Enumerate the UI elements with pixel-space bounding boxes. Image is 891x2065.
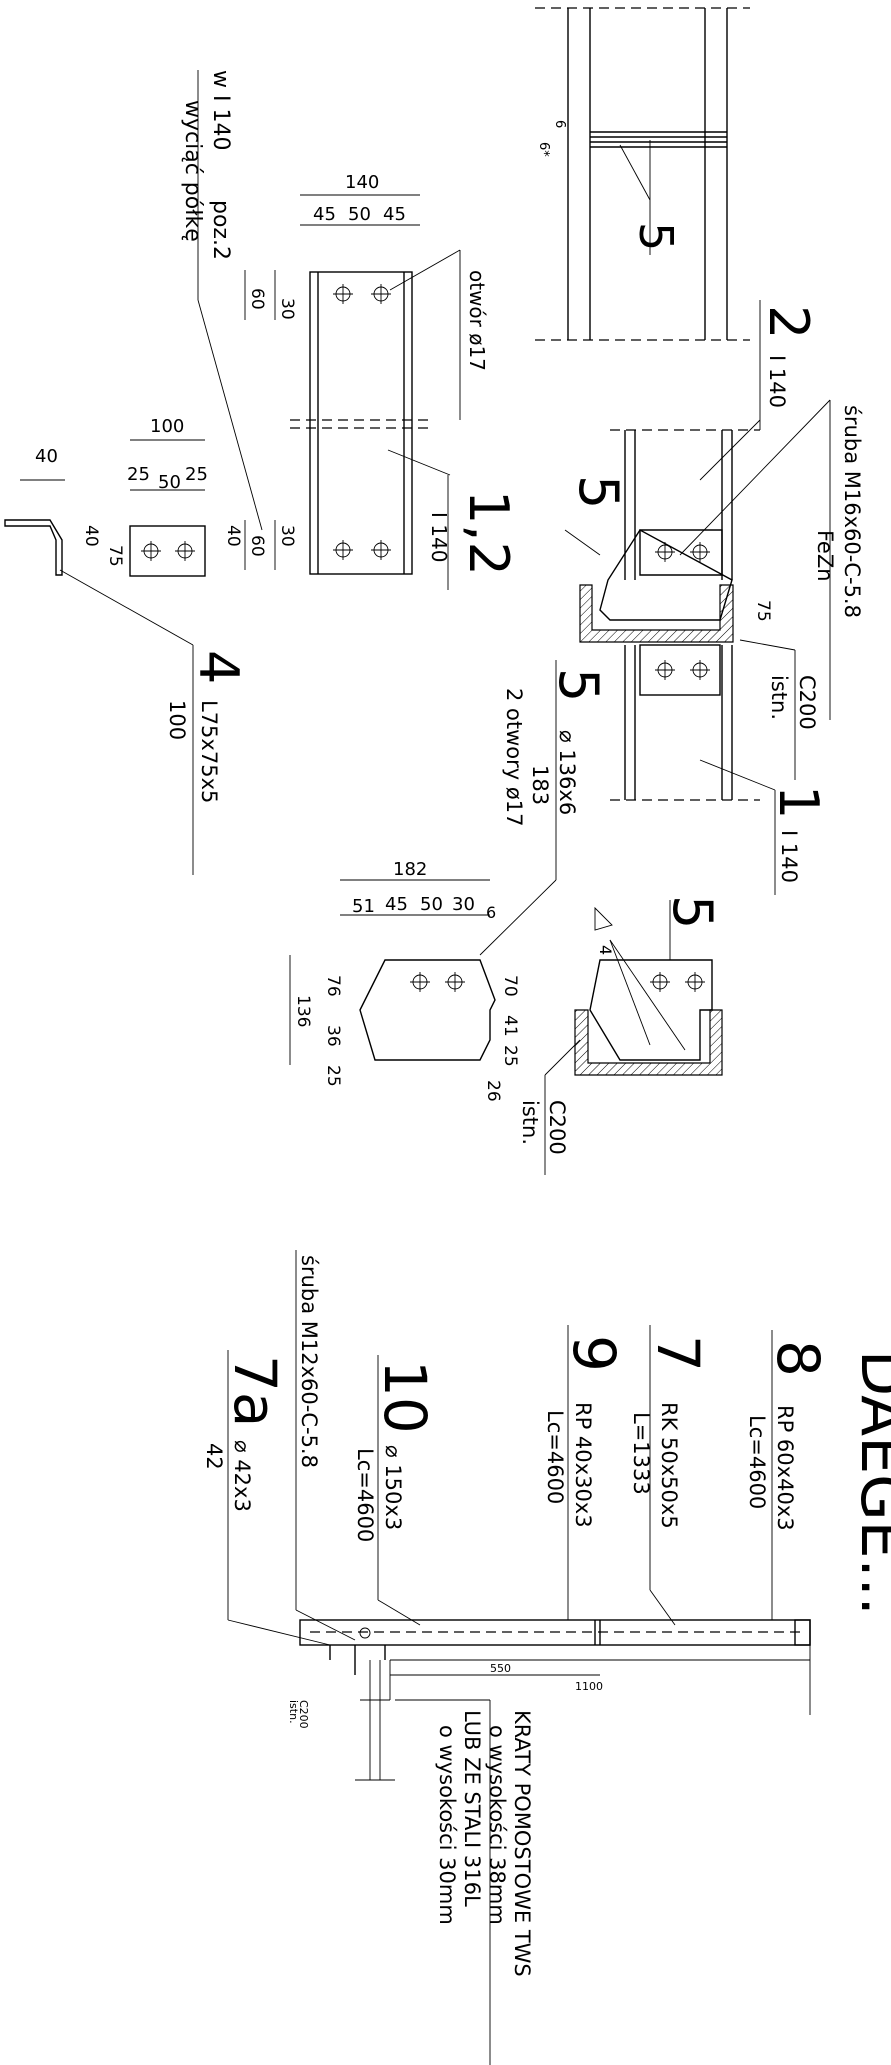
plate-5-spec: ⌀ 136x6 [555, 730, 579, 815]
cut-note-line1: w I 140 [208, 70, 233, 150]
existing-3-label: istn. [287, 1700, 300, 1724]
member-1-2-profile: I 140 [427, 512, 451, 562]
plate-5-label-c: 5 [547, 668, 610, 702]
item-callouts: 8 RP 60x40x3 Lc=4600 7 RK 50x50x5 L=1333… [202, 1250, 832, 1646]
dim-41: 41 [500, 1015, 520, 1037]
dim-1100: 1100 [575, 1680, 603, 1693]
dim-25d: 25 [323, 1065, 343, 1087]
item-7-spec: RK 50x50x5 [657, 1402, 681, 1529]
member-1-profile: I 140 [777, 830, 801, 883]
existing-2-label: istn. [518, 1100, 542, 1145]
item-9-length: Lc=4600 [543, 1410, 567, 1504]
grating-line-4: o wysokości 30mm [435, 1725, 459, 1925]
title-fragment: DAEGE... [847, 1350, 891, 1616]
item-8-length: Lc=4600 [745, 1415, 769, 1509]
dim-50b: 50 [158, 472, 181, 493]
angle-4-view: 40 100 25 50 25 40 75 40 4 L75x75x5 100 [4, 416, 250, 875]
dim-6: 6 [486, 903, 496, 922]
weld-size-label-b: 6* [536, 142, 551, 157]
item-9-mark: 9 [560, 1335, 628, 1372]
channel-2-label: C200 [545, 1100, 569, 1155]
dim-25b: 25 [185, 464, 208, 485]
plate-5-length: 183 [528, 765, 552, 805]
dim-550: 550 [490, 1662, 511, 1675]
channel-3-label: C200 [297, 1700, 310, 1729]
dim-45a: 45 [313, 204, 336, 225]
member-2-mark: 2 [757, 305, 820, 339]
dim-40a: 40 [35, 446, 58, 467]
dim-136: 136 [293, 995, 313, 1027]
member-1-mark: 1 [767, 785, 830, 819]
bolt-m12-note: śruba M12x60-C-5.8 [297, 1255, 321, 1468]
dim-60a: 60 [247, 288, 267, 310]
cut-note: w I 140 wyciąć półkę poz.2 [180, 70, 263, 531]
plate-5-label-b: 5 [567, 475, 630, 509]
dim-50c: 50 [420, 894, 443, 915]
item-10-spec: ⌀ 150x3 [381, 1445, 405, 1530]
connection-elevation: 2 I 140 śruba M16x60-C-5.8 FeZn 5 C200 i… [564, 300, 864, 895]
plate-5-callout: 5 ⌀ 136x6 183 2 otwory ø17 [479, 660, 610, 956]
bolt-note-2: FeZn [813, 530, 837, 582]
dim-140: 140 [345, 172, 379, 193]
angle-4-length: 100 [165, 700, 189, 740]
dim-76: 76 [323, 975, 343, 997]
bolt-note-1: śruba M16x60-C-5.8 [840, 405, 864, 618]
plate-5-holes: 2 otwory ø17 [502, 688, 526, 826]
dim-40b: 40 [81, 525, 101, 547]
dim-36: 36 [323, 1025, 343, 1047]
dim-75b: 75 [753, 600, 773, 622]
plate-5-detail: 182 51 45 50 30 6 70 41 25 26 76 136 36 … [289, 859, 520, 1102]
hole-note: otwór ø17 [465, 270, 489, 371]
existing-1-label: istn. [767, 675, 791, 720]
item-10-length: Lc=4600 [353, 1448, 377, 1542]
dim-45b: 45 [383, 204, 406, 225]
dim-182: 182 [393, 859, 427, 880]
dim-45c: 45 [385, 894, 408, 915]
dim-30c: 30 [452, 894, 475, 915]
grating-line-2: o wysokości 38mm [485, 1725, 509, 1925]
dim-70: 70 [500, 975, 520, 997]
member-1-2-mark: 1,2 [457, 490, 520, 576]
angle-4-mark: 4 [187, 650, 250, 684]
angle-4-profile: L75x75x5 [197, 700, 221, 803]
dim-30a: 30 [277, 298, 297, 320]
item-7-mark: 7 [644, 1335, 712, 1372]
balustrade-section: 550 1100 C200 istn. KRATY POMOSTOWE TWS … [287, 1619, 811, 2065]
dim-26: 26 [483, 1080, 503, 1102]
dim-60b: 60 [247, 535, 267, 557]
item-7a-spec: ⌀ 42x3 [230, 1440, 254, 1512]
dim-30b: 30 [277, 525, 297, 547]
dim-25c: 25 [500, 1045, 520, 1067]
plate-5-label-a: 5 [629, 222, 683, 251]
cut-note-line3: poz.2 [208, 200, 233, 260]
dim-40c: 40 [223, 525, 243, 547]
channel-1-label: C200 [795, 675, 819, 730]
item-8-mark: 8 [764, 1340, 832, 1377]
dim-25a: 25 [127, 464, 150, 485]
dim-75a: 75 [105, 545, 125, 567]
cut-note-line2: wyciąć półkę [180, 100, 205, 242]
top-beam-view: 5 6 6* [535, 7, 750, 341]
item-7a-mark: 7a [221, 1355, 289, 1427]
grating-line-1: KRATY POMOSTOWE TWS [510, 1710, 534, 1977]
item-7-length: L=1333 [629, 1412, 653, 1495]
weld-size-label: 6 [552, 120, 567, 128]
item-7a-length: 42 [202, 1443, 226, 1470]
dim-51: 51 [352, 896, 375, 917]
item-9-spec: RP 40x30x3 [571, 1402, 595, 1528]
beam-1-2-view: 140 45 50 45 60 30 30 60 otwór ø17 1,2 I… [244, 172, 520, 590]
plate-5-label-d: 5 [661, 895, 724, 929]
grating-line-3: LUB ZE STALI 316L [460, 1710, 484, 1907]
plate-5-on-channel: 4 5 C200 istn. [518, 895, 724, 1175]
item-10-mark: 10 [371, 1360, 439, 1434]
weld-4-label: 4 [596, 945, 615, 955]
member-2-profile: I 140 [765, 355, 789, 408]
dim-100: 100 [150, 416, 184, 437]
item-8-spec: RP 60x40x3 [773, 1405, 797, 1531]
dim-50a: 50 [348, 204, 371, 225]
